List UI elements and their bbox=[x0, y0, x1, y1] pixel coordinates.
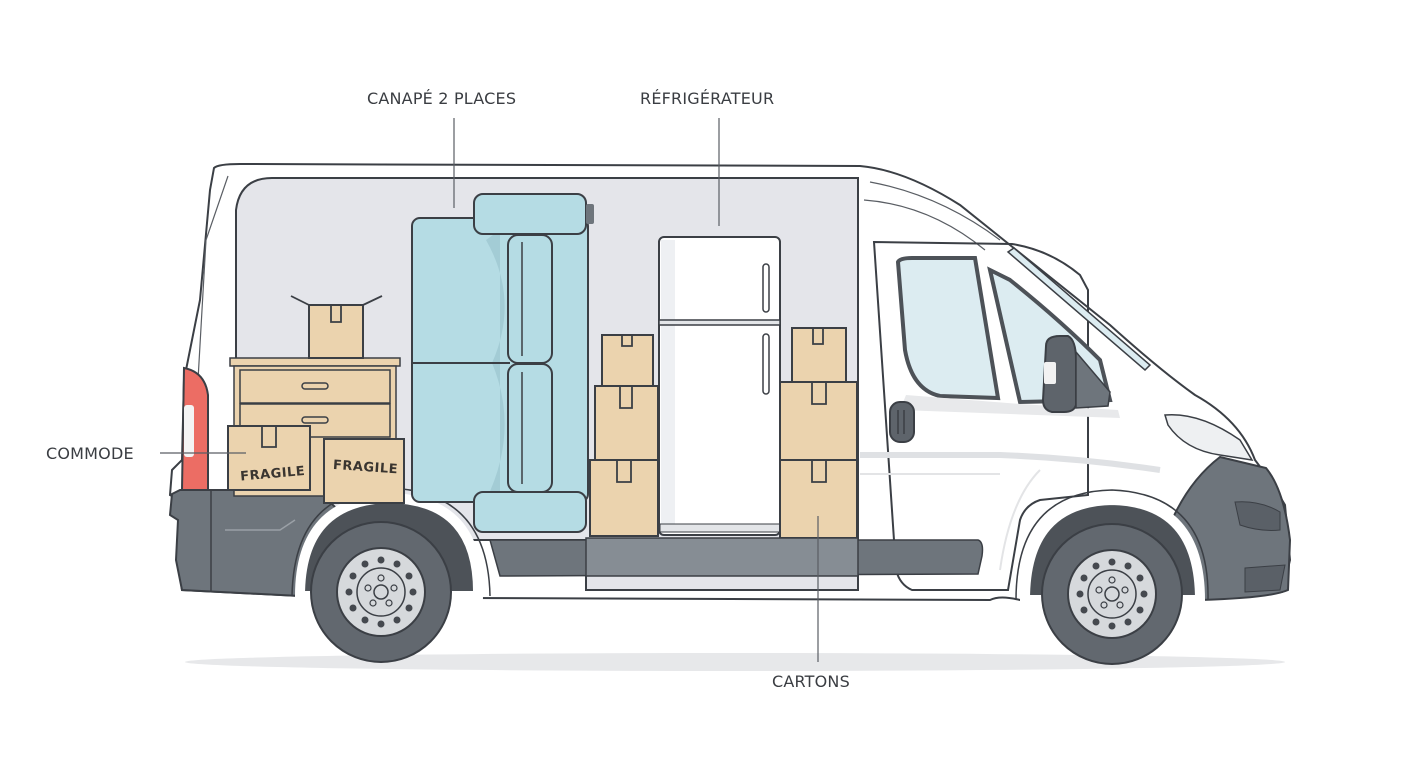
leader-lines bbox=[160, 118, 819, 662]
fragile-text-2: FRAGILE bbox=[332, 458, 398, 478]
door-handle bbox=[889, 401, 915, 443]
box-stack-left bbox=[589, 334, 659, 537]
refrigerator bbox=[658, 236, 781, 536]
front-wheel bbox=[1041, 523, 1183, 665]
rear-wheel bbox=[310, 521, 452, 663]
fragile-box-1: FRAGILE bbox=[227, 425, 311, 491]
label-fridge: RÉFRIGÉRATEUR bbox=[640, 89, 775, 108]
taillight bbox=[180, 366, 209, 491]
ground-shadow bbox=[185, 653, 1285, 671]
headlight bbox=[1164, 413, 1254, 461]
fragile-box-2: FRAGILE bbox=[323, 438, 405, 504]
label-sofa: CANAPÉ 2 PLACES bbox=[367, 89, 517, 108]
sofa bbox=[411, 193, 594, 533]
side-mirror bbox=[1041, 335, 1111, 413]
fragile-text-1: FRAGILE bbox=[240, 464, 306, 485]
label-dresser: COMMODE bbox=[46, 444, 134, 463]
cargo-floor bbox=[585, 537, 859, 577]
open-box bbox=[290, 295, 383, 359]
side-window bbox=[895, 256, 1001, 401]
box-stack-right bbox=[779, 327, 858, 539]
label-boxes: CARTONS bbox=[772, 672, 850, 691]
